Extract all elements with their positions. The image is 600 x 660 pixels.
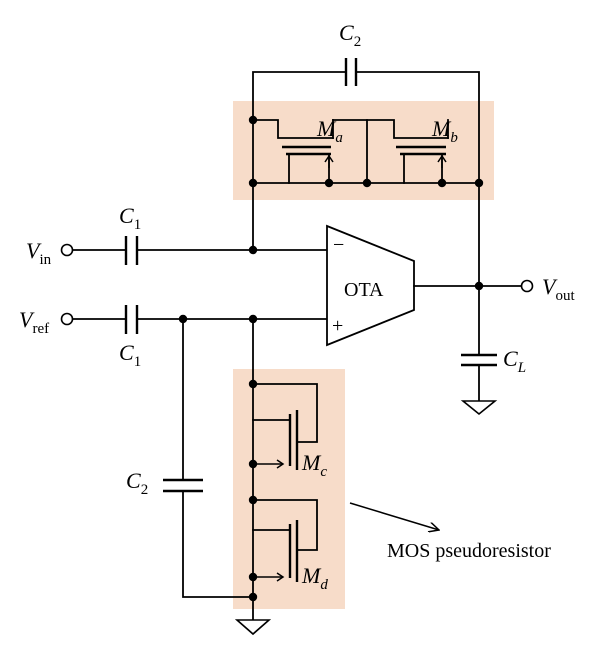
output-vout-path xyxy=(413,185,534,356)
label-c1-ref: C1 xyxy=(119,340,141,370)
label-vin: Vin xyxy=(26,238,52,268)
label-ma: Ma xyxy=(316,116,343,146)
label-mb: Mb xyxy=(431,116,458,146)
label-mc: Mc xyxy=(301,450,327,480)
vin-terminal xyxy=(60,243,74,257)
transistor-mb xyxy=(332,119,480,184)
label-c2-top: C2 xyxy=(339,20,361,50)
vref-terminal xyxy=(60,312,74,326)
transistor-ma xyxy=(252,119,368,184)
label-pseudoresistor: MOS pseudoresistor xyxy=(387,540,551,562)
capacitor-c2-bottom xyxy=(163,318,254,598)
input-vin-path xyxy=(60,236,328,265)
label-ota: OTA xyxy=(344,279,384,301)
ota-amplifier xyxy=(326,224,415,347)
ground-symbol-bottom xyxy=(234,596,272,636)
label-c1-in: C1 xyxy=(119,203,141,233)
label-md: Md xyxy=(301,563,328,593)
vout-terminal xyxy=(520,279,534,293)
transistor-md xyxy=(252,499,318,582)
label-plus: + xyxy=(332,315,343,337)
capacitor-c2-top xyxy=(252,58,480,251)
label-c2-bottom: C2 xyxy=(126,468,148,498)
label-vref: Vref xyxy=(19,307,49,337)
capacitor-cl xyxy=(460,353,498,416)
label-cl: CL xyxy=(503,346,526,376)
ground-symbol-cl xyxy=(460,400,498,416)
input-vref-path xyxy=(60,305,328,334)
pseudoresistor-pointer-arrow xyxy=(349,502,439,530)
label-minus: − xyxy=(333,234,344,256)
label-vout: Vout xyxy=(542,274,575,304)
transistor-mc xyxy=(252,318,318,598)
